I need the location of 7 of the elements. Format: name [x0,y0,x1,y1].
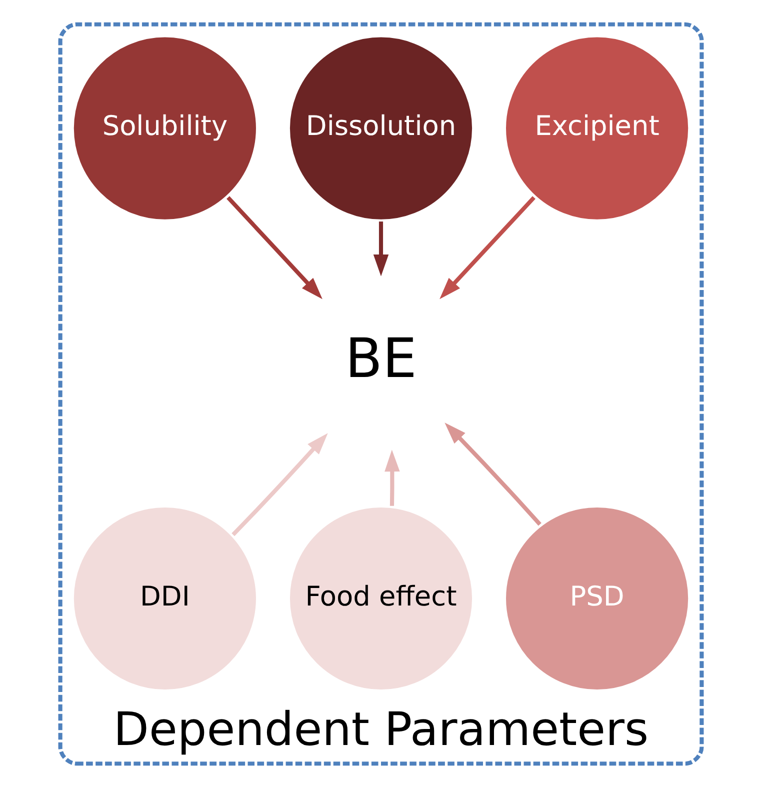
arrow [439,196,535,300]
arrow [384,450,400,506]
arrow [444,422,541,526]
arrow [372,222,388,276]
arrow [231,433,328,536]
arrow [226,196,322,300]
node-text: BE [344,327,416,390]
